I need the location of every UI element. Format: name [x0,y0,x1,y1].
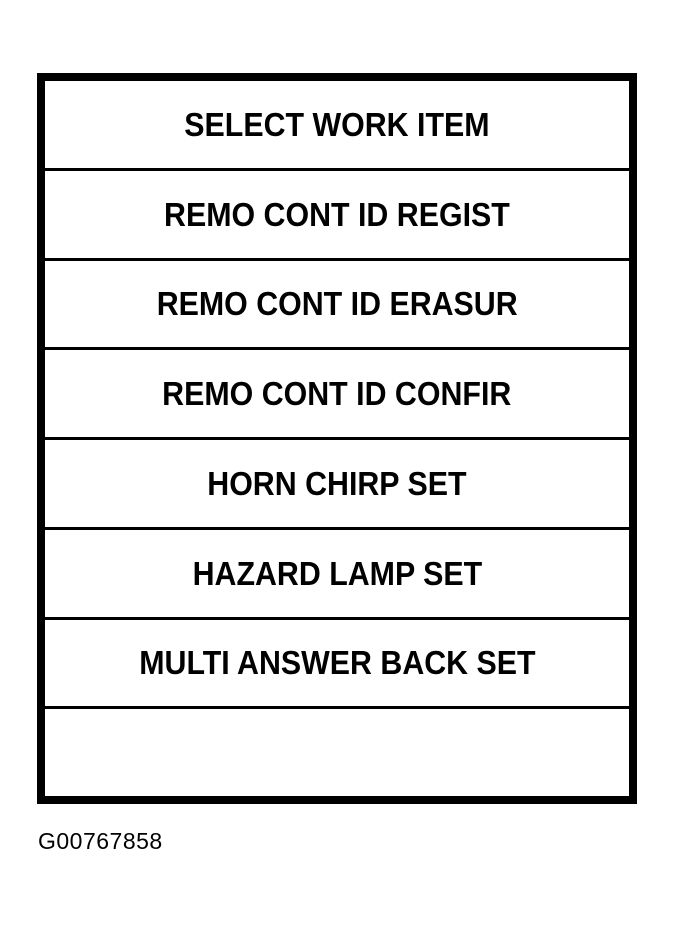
menu-row-multi-answer-back-set[interactable]: MULTI ANSWER BACK SET [45,619,629,710]
menu-item-label: MULTI ANSWER BACK SET [138,644,536,682]
menu-item-label: REMO CONT ID CONFIR [162,375,512,413]
screen-title: SELECT WORK ITEM [184,105,490,143]
menu-row-remo-cont-id-confir[interactable]: REMO CONT ID CONFIR [45,350,629,440]
menu-row-remo-cont-id-erasur[interactable]: REMO CONT ID ERASUR [45,260,629,351]
menu-item-label: REMO CONT ID REGIST [164,195,510,233]
work-item-menu-list: SELECT WORK ITEM REMO CONT ID REGIST REM… [45,81,629,796]
menu-item-label: HORN CHIRP SET [207,464,467,502]
menu-row-empty [45,709,629,796]
menu-row-remo-cont-id-regist[interactable]: REMO CONT ID REGIST [45,170,629,261]
menu-row-hazard-lamp-set[interactable]: HAZARD LAMP SET [45,529,629,620]
menu-row-horn-chirp-set[interactable]: HORN CHIRP SET [45,440,629,530]
figure-caption: G00767858 [38,828,163,854]
menu-row-select-work-item: SELECT WORK ITEM [45,81,629,171]
menu-item-label: REMO CONT ID ERASUR [156,285,518,323]
menu-item-label: HAZARD LAMP SET [192,554,482,592]
device-screen-frame: SELECT WORK ITEM REMO CONT ID REGIST REM… [37,73,637,804]
